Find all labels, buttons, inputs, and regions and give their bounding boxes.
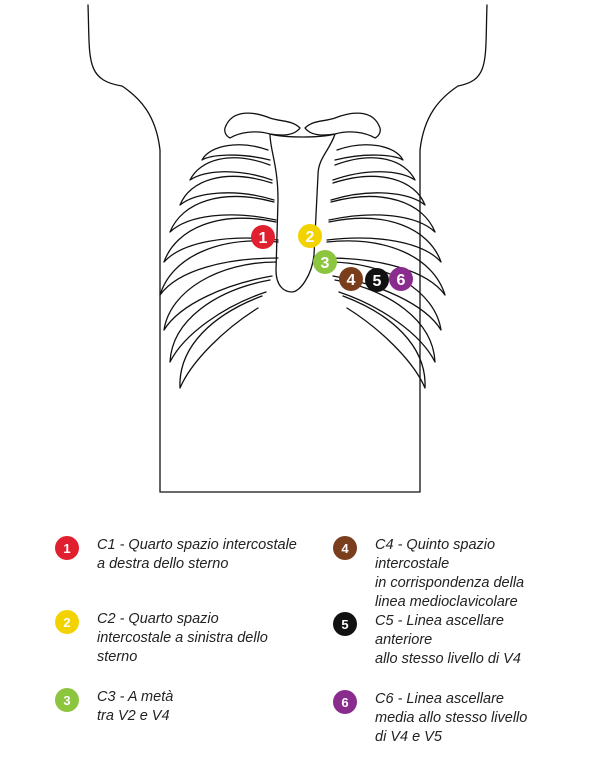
- marker-c2: 2: [298, 224, 322, 248]
- marker-c6-label: 6: [397, 272, 406, 289]
- legend-item-c2: 2 C2 - Quarto spazio intercostale a sini…: [55, 610, 268, 667]
- marker-c6-dot: [389, 267, 413, 291]
- legend-dot-c6: 6: [333, 690, 357, 714]
- marker-c4-label: 4: [347, 272, 356, 289]
- left-clavicle: [224, 112, 301, 139]
- torso-outline: [87, 4, 488, 493]
- marker-c5-label: 5: [373, 273, 382, 290]
- marker-c5: 5: [365, 268, 389, 292]
- ribs-viewer-right: [326, 144, 446, 389]
- legend-text-c6: C6 - Linea ascellare media allo stesso l…: [375, 691, 528, 745]
- legend-dot-c3: 3: [55, 688, 79, 712]
- marker-c3-dot: [313, 250, 337, 274]
- legend-text-c4: C4 - Quinto spazio intercostale in corri…: [375, 537, 525, 610]
- marker-c3: 3: [313, 250, 337, 274]
- right-clavicle: [304, 112, 381, 139]
- legend-dot-c2: 2: [55, 610, 79, 634]
- marker-c1-label: 1: [259, 230, 268, 247]
- legend-item-c5: 5 C5 - Linea ascellare anteriore allo st…: [333, 612, 521, 669]
- legend-item-c3: 3 C3 - A metà tra V2 e V4: [55, 688, 173, 726]
- marker-c2-dot: [298, 224, 322, 248]
- legend-text-c5: C5 - Linea ascellare anteriore allo stes…: [375, 613, 521, 667]
- marker-c4: 4: [339, 267, 363, 291]
- marker-c3-label: 3: [321, 255, 330, 272]
- marker-c6: 6: [389, 267, 413, 291]
- legend-text-c2: C2 - Quarto spazio intercostale a sinist…: [97, 611, 268, 665]
- marker-c5-dot: [365, 268, 389, 292]
- rib-cage-diagram: 1 2 3 4 5 6: [87, 4, 488, 493]
- legend-dot-c4: 4: [333, 536, 357, 560]
- legend-text-c1: C1 - Quarto spazio intercostale a destra…: [97, 537, 297, 572]
- marker-c1-dot: [251, 225, 275, 249]
- marker-c2-label: 2: [306, 229, 315, 246]
- marker-c4-dot: [339, 267, 363, 291]
- legend-dot-c5: 5: [333, 612, 357, 636]
- marker-c1: 1: [251, 225, 275, 249]
- ribs-viewer-left: [159, 144, 279, 389]
- legend-dot-c1: 1: [55, 536, 79, 560]
- legend-text-c3: C3 - A metà tra V2 e V4: [97, 689, 174, 724]
- sternum: [269, 133, 336, 293]
- legend-item-c1: 1 C1 - Quarto spazio intercostale a dest…: [55, 536, 297, 574]
- legend-item-c4: 4 C4 - Quinto spazio intercostale in cor…: [333, 536, 524, 612]
- legend-item-c6: 6 C6 - Linea ascellare media allo stesso…: [333, 690, 527, 747]
